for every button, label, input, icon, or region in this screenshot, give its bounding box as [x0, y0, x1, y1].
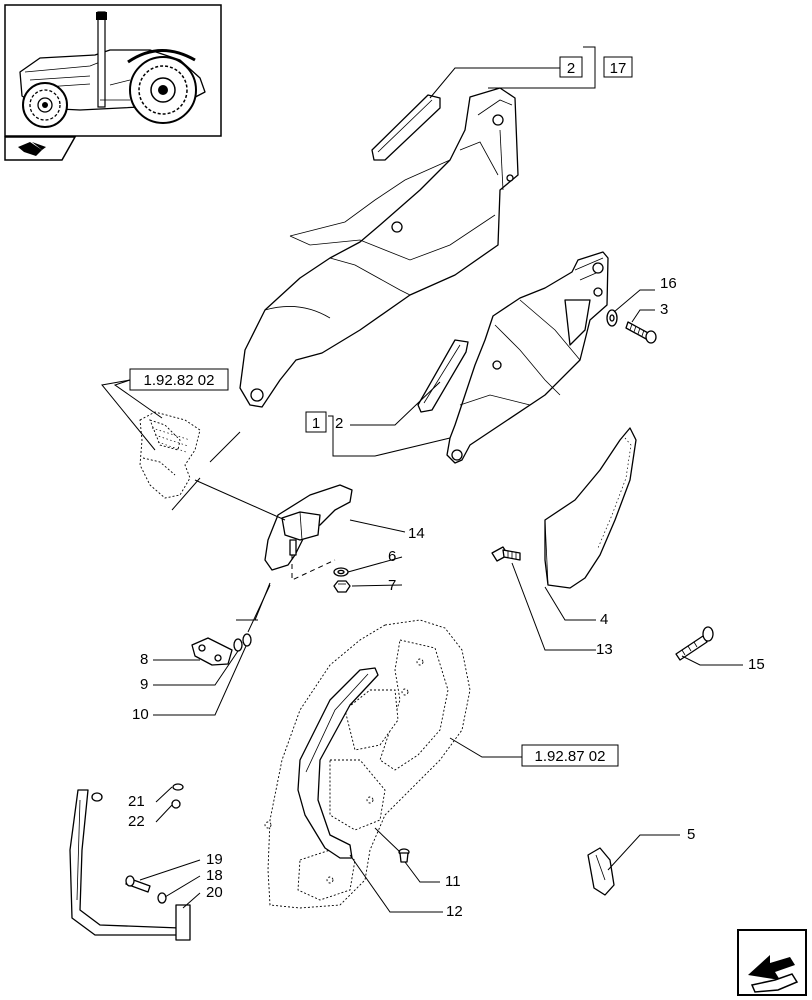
washer-16	[606, 309, 618, 327]
label-6: 6	[388, 548, 396, 565]
rear-fender-shield	[239, 87, 519, 408]
wheel-arch-dotted	[264, 619, 471, 909]
label-16: 16	[660, 275, 677, 292]
plate-8	[191, 637, 233, 666]
ref-bracket-dotted	[139, 411, 201, 499]
washer-9	[233, 638, 243, 652]
label-17: 17	[610, 60, 627, 77]
back-arrow-icon[interactable]	[4, 136, 77, 161]
pin-11	[398, 848, 410, 863]
label-19: 19	[206, 851, 223, 868]
rubber-flap-4	[544, 427, 637, 589]
bolt-15	[675, 626, 714, 661]
ref-label-1-92-82-02: 1.92.82 02	[144, 372, 215, 389]
inner-fender-bracket	[417, 251, 609, 464]
label-5: 5	[687, 826, 695, 843]
label-12: 12	[446, 903, 463, 920]
cap-21	[172, 783, 184, 791]
label-14: 14	[408, 525, 425, 542]
bolt-13	[491, 546, 521, 562]
nut-22	[171, 799, 181, 809]
ref-link-1-92-82-02[interactable]: 1.92.82 02	[129, 368, 229, 391]
label-8: 8	[140, 651, 148, 668]
tractor-thumbnail[interactable]	[4, 4, 222, 137]
washer-6	[333, 567, 349, 577]
label-3: 3	[660, 301, 668, 318]
next-page-arrow-icon[interactable]	[737, 929, 807, 996]
label-13: 13	[596, 641, 613, 658]
label-1: 1	[312, 415, 320, 432]
label-15: 15	[748, 656, 765, 673]
label-10: 10	[132, 706, 149, 723]
label-21: 21	[128, 793, 145, 810]
clip-5	[587, 847, 615, 896]
label-box-1	[305, 411, 327, 433]
label-20: 20	[206, 884, 223, 901]
label-4: 4	[600, 611, 608, 628]
nut-10	[242, 633, 252, 647]
part-labels: 2 17 16 3 1 2 14 6 7 8 9 10 4 13 15 5 11…	[128, 56, 765, 920]
ref-link-1-92-87-02[interactable]: 1.92.87 02	[521, 744, 619, 767]
label-box-17	[603, 56, 633, 78]
bolt-19	[125, 875, 151, 893]
label-7: 7	[388, 577, 396, 594]
ref-label-1-92-87-02: 1.92.87 02	[535, 748, 606, 765]
label-2-top: 2	[567, 60, 575, 77]
label-9: 9	[140, 676, 148, 693]
step-handle-14	[264, 484, 353, 571]
leader-lines	[101, 46, 743, 913]
nut-7	[333, 580, 351, 593]
washer-18	[157, 892, 167, 904]
bolt-3	[625, 321, 657, 344]
label-box-2	[559, 56, 583, 78]
label-22: 22	[128, 813, 145, 830]
label-18: 18	[206, 867, 223, 884]
label-11: 11	[445, 873, 461, 890]
label-2-mid: 2	[335, 415, 343, 432]
handrail-assembly	[69, 789, 191, 941]
